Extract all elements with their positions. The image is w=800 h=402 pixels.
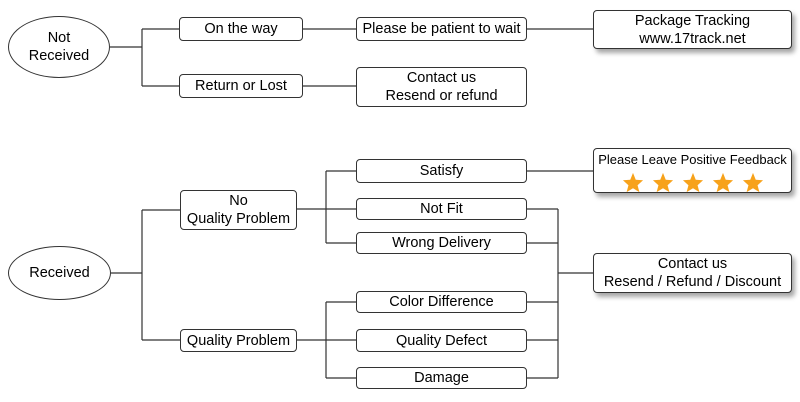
node-contact-discount-line1: Contact us bbox=[657, 256, 728, 272]
node-not-received-line2: Received bbox=[28, 48, 90, 64]
node-contact-discount: Contact us Resend / Refund / Discount bbox=[593, 253, 792, 293]
node-patient-wait: Please be patient to wait bbox=[356, 17, 527, 41]
node-patient-wait-label: Please be patient to wait bbox=[362, 21, 521, 37]
node-not-received: Not Received bbox=[8, 16, 110, 78]
node-satisfy-label: Satisfy bbox=[419, 163, 464, 179]
rating-stars bbox=[622, 172, 764, 193]
star-icon bbox=[712, 172, 733, 193]
node-on-the-way: On the way bbox=[179, 17, 303, 41]
node-wrong-delivery: Wrong Delivery bbox=[356, 232, 527, 254]
node-not-fit-label: Not Fit bbox=[420, 201, 463, 217]
node-wrong-delivery-label: Wrong Delivery bbox=[392, 235, 491, 251]
node-received-label: Received bbox=[29, 265, 90, 281]
node-no-quality-problem-line2: Quality Problem bbox=[186, 211, 291, 227]
node-feedback-label: Please Leave Positive Feedback bbox=[598, 152, 787, 167]
node-quality-defect: Quality Defect bbox=[356, 329, 527, 352]
node-satisfy: Satisfy bbox=[356, 159, 527, 183]
node-quality-defect-label: Quality Defect bbox=[395, 332, 488, 349]
node-feedback: Please Leave Positive Feedback bbox=[593, 148, 792, 193]
node-color-difference: Color Difference bbox=[356, 291, 527, 313]
star-icon bbox=[682, 172, 703, 193]
node-not-fit: Not Fit bbox=[356, 198, 527, 220]
node-quality-problem: Quality Problem bbox=[180, 329, 297, 352]
node-contact-resend-refund-line2: Resend or refund bbox=[385, 88, 498, 104]
node-quality-problem-label: Quality Problem bbox=[186, 332, 291, 349]
node-no-quality-problem: No Quality Problem bbox=[180, 190, 297, 230]
star-icon bbox=[742, 172, 763, 193]
node-return-or-lost-label: Return or Lost bbox=[195, 78, 287, 94]
node-package-tracking-line2: www.17track.net bbox=[639, 30, 746, 47]
node-contact-discount-line2: Resend / Refund / Discount bbox=[603, 274, 782, 290]
node-color-difference-label: Color Difference bbox=[389, 294, 494, 310]
node-damage: Damage bbox=[356, 367, 527, 389]
node-contact-resend-refund-line1: Contact us bbox=[406, 70, 477, 86]
node-on-the-way-label: On the way bbox=[204, 21, 278, 37]
node-package-tracking-line1: Package Tracking bbox=[634, 12, 751, 29]
node-not-received-line1: Not bbox=[47, 30, 71, 46]
node-package-tracking: Package Tracking www.17track.net bbox=[593, 10, 792, 49]
star-icon bbox=[652, 172, 673, 193]
node-no-quality-problem-line1: No bbox=[229, 193, 248, 209]
node-damage-label: Damage bbox=[414, 370, 469, 386]
star-icon bbox=[622, 172, 643, 193]
node-contact-resend-refund: Contact us Resend or refund bbox=[356, 67, 527, 107]
node-received: Received bbox=[8, 246, 111, 300]
node-return-or-lost: Return or Lost bbox=[179, 74, 303, 98]
